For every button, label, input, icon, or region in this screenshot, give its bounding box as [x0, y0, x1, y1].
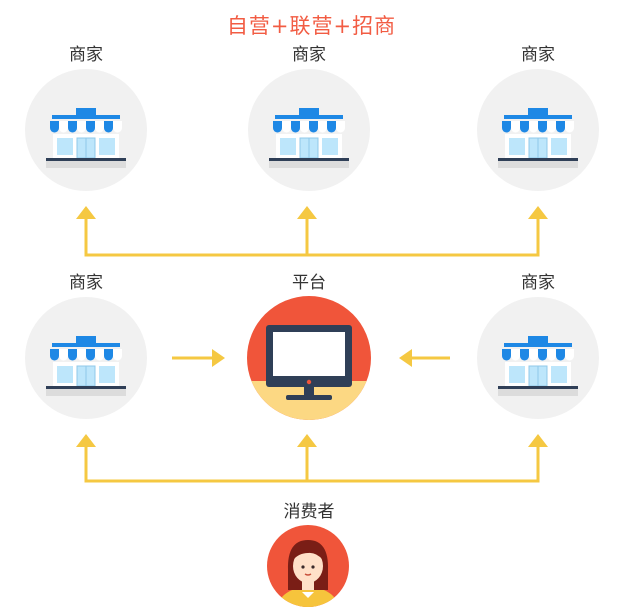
- person-icon: [267, 525, 349, 607]
- arrowhead-up-top-left: [76, 206, 96, 219]
- arrowhead-up-mid-right: [528, 434, 548, 447]
- merchant-label-top-right: 商家: [521, 45, 555, 65]
- platform-label: 平台: [292, 273, 326, 293]
- arrowhead-up-platform: [297, 434, 317, 447]
- merchant-label-mid-right: 商家: [521, 273, 555, 293]
- storefront-icon: [247, 68, 371, 192]
- top-connector-line: [84, 218, 540, 257]
- arrowhead-right-into-platform: [212, 349, 225, 367]
- storefront-icon: [476, 68, 600, 192]
- storefront-icon: [24, 296, 148, 420]
- diagram-title: 自营+联营+招商: [226, 14, 397, 38]
- merchant-label-mid-left: 商家: [69, 273, 103, 293]
- consumer-label: 消费者: [283, 502, 335, 522]
- arrowhead-left-into-platform: [399, 349, 412, 367]
- arrowhead-up-top-right: [528, 206, 548, 219]
- storefront-icon: [24, 68, 148, 192]
- storefront-icon: [476, 296, 600, 420]
- arrowhead-up-top-center: [297, 206, 317, 219]
- monitor-icon: [247, 296, 371, 420]
- merchant-label-top-center: 商家: [292, 45, 326, 65]
- merchant-label-top-left: 商家: [69, 45, 103, 65]
- arrowhead-up-mid-left: [76, 434, 96, 447]
- bottom-connector-line: [84, 446, 540, 483]
